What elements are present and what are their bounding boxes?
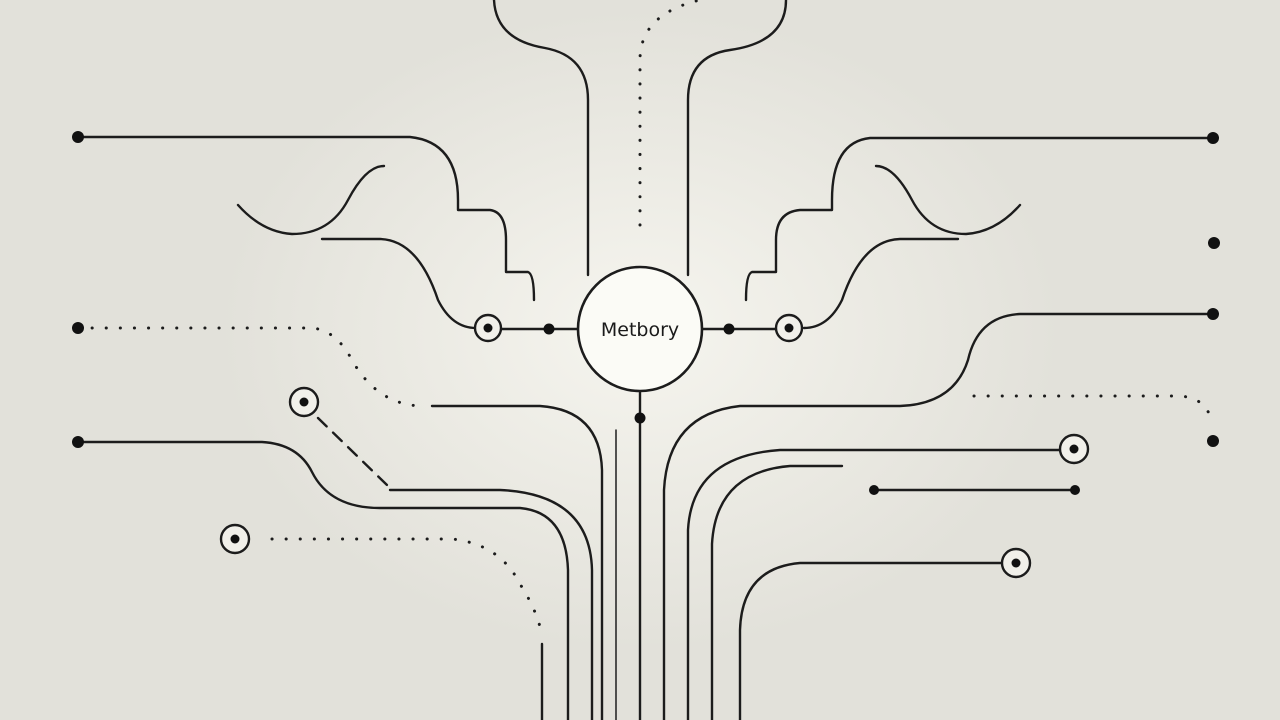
- right-dotted-endpoint-dot: [1207, 435, 1219, 447]
- top-stem-right-wire: [686, 0, 788, 277]
- right-wave-wire: [874, 164, 1022, 236]
- hub-label: Metbory: [601, 319, 679, 341]
- upper-right-endpoint-dot: [1207, 132, 1219, 144]
- right-short-bar-right-dot: [1070, 485, 1080, 495]
- right-upper-ring-center: [1069, 444, 1079, 454]
- lower-left-ring-center: [230, 534, 240, 544]
- right-dotted-trace: [972, 394, 1214, 426]
- left-dotted-trace: [76, 326, 426, 408]
- mid-left-dashed-trace: [316, 416, 390, 488]
- lower-left-long-wire: [76, 440, 570, 720]
- right-ring-center: [784, 323, 794, 333]
- right-main-endpoint-dot: [1207, 308, 1219, 320]
- left-arc-wire: [320, 237, 478, 330]
- lower-left-dotted-trace: [270, 537, 544, 638]
- left-ring-center: [483, 323, 493, 333]
- mid-left-ring-center: [299, 397, 309, 407]
- top-stem-left-wire: [492, 0, 590, 277]
- right-lower-ring-center: [1011, 558, 1021, 568]
- right-short-bar-left-dot: [869, 485, 879, 495]
- hub-left-junction-dot: [543, 323, 555, 335]
- memory-hub-node: [576, 265, 704, 393]
- lower-left-endpoint-dot: [72, 436, 84, 448]
- left-wave-wire: [236, 164, 386, 236]
- right-ring-sweep-wire: [686, 448, 1062, 720]
- lower-left-parallel-wire: [388, 488, 594, 720]
- right-arc-wire: [802, 237, 960, 330]
- upper-left-endpoint-dot: [72, 131, 84, 143]
- right-isolated-dot: [1208, 237, 1220, 249]
- right-lower-sweep-wire: [738, 561, 1004, 720]
- left-dotted-endpoint-dot: [72, 322, 84, 334]
- upper-left-long-wire: [76, 135, 536, 302]
- right-inner-sweep-wire: [710, 464, 844, 720]
- right-main-sweep-wire: [662, 312, 1214, 720]
- hub-right-junction-dot: [723, 323, 735, 335]
- hub-bottom-junction-dot: [634, 412, 646, 424]
- center-left-sweep-wire: [430, 404, 604, 720]
- upper-right-long-wire: [744, 136, 1214, 302]
- top-dotted-trace: [638, 0, 702, 227]
